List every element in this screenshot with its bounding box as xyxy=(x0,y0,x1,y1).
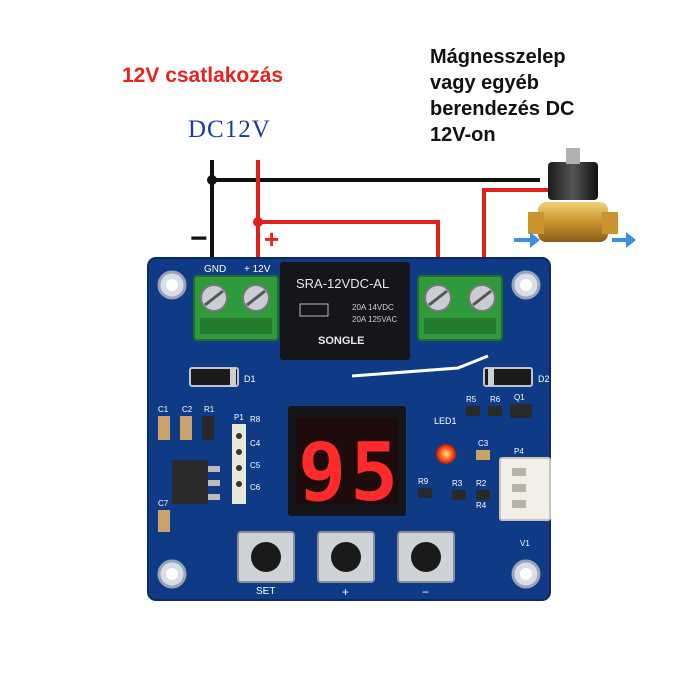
load-title-line-1: Mágnesszelep xyxy=(430,46,566,68)
relay-rating-2: 20A 125VAC xyxy=(352,315,397,324)
label-r1: R1 xyxy=(204,405,215,414)
status-led xyxy=(436,444,456,464)
diode-d2 xyxy=(483,367,533,387)
load-title-line-2: vagy egyéb xyxy=(430,72,539,94)
load-title-line-3: berendezés DC xyxy=(430,98,575,120)
solenoid-valve xyxy=(514,148,636,248)
label-v1: V1 xyxy=(520,539,530,548)
label-p4: P4 xyxy=(514,447,524,456)
black-wire-junction xyxy=(207,175,217,185)
relay-brand: SONGLE xyxy=(318,335,364,347)
label-r6: R6 xyxy=(490,395,501,404)
valve-port-right xyxy=(602,212,618,234)
relay-contact-line xyxy=(351,354,489,378)
label-p1: P1 xyxy=(234,413,244,422)
button-plus xyxy=(317,531,375,583)
relay-model-label: SRA-12VDC-AL xyxy=(296,276,389,291)
red-relay-wire xyxy=(258,220,440,270)
label-r8: R8 xyxy=(250,415,261,424)
terminal-gnd-label: GND xyxy=(204,264,226,275)
relay-board: GND + 12V SRA-12VDC-AL 20A 14VDC 20A 125… xyxy=(147,257,551,601)
label-c3: C3 xyxy=(478,439,489,448)
terminal-plus-label: + 12V xyxy=(244,264,271,275)
smd-left xyxy=(158,416,246,532)
valve-body xyxy=(538,202,608,242)
label-c6: C6 xyxy=(250,483,261,492)
load-device-title: Mágnesszelep vagy egyéb berendezés DC 12… xyxy=(430,44,690,148)
label-c7: C7 xyxy=(158,499,169,508)
sensor-connector xyxy=(499,457,551,521)
power-connection-title: 12V csatlakozás xyxy=(122,64,284,87)
label-d2: D2 xyxy=(538,374,550,384)
relay: SRA-12VDC-AL 20A 14VDC 20A 125VAC SONGLE xyxy=(280,262,410,360)
button-set-label: SET xyxy=(256,586,275,597)
label-r5: R5 xyxy=(466,395,477,404)
label-r4: R4 xyxy=(476,501,487,510)
label-c5: C5 xyxy=(250,461,261,470)
label-d1: D1 xyxy=(244,374,256,384)
valve-port-left xyxy=(528,212,544,234)
positive-polarity-sign: + xyxy=(264,224,280,254)
label-r3: R3 xyxy=(452,479,463,488)
power-terminal-block xyxy=(193,275,279,341)
label-c4: C4 xyxy=(250,439,261,448)
red-load-wire xyxy=(482,188,548,270)
label-c2: C2 xyxy=(182,405,193,414)
seven-segment-display xyxy=(288,406,406,516)
button-minus-label: − xyxy=(422,585,429,599)
load-title-line-4: 12V-on xyxy=(430,124,496,146)
red-wire-junction xyxy=(253,217,263,227)
supply-voltage-label: DC12V xyxy=(188,116,271,143)
flow-arrow-out-icon xyxy=(612,232,636,248)
smd-right xyxy=(418,404,532,500)
valve-cap xyxy=(566,148,580,164)
flow-arrow-in-icon xyxy=(514,232,540,248)
output-terminal-block xyxy=(417,275,503,341)
button-minus xyxy=(397,531,455,583)
relay-rating-1: 20A 14VDC xyxy=(352,303,394,312)
display-value: 95 xyxy=(298,426,402,519)
label-r2: R2 xyxy=(476,479,487,488)
wires xyxy=(207,160,548,270)
label-r9: R9 xyxy=(418,477,429,486)
label-c1: C1 xyxy=(158,405,169,414)
mounting-holes xyxy=(157,270,541,589)
negative-polarity-sign: − xyxy=(190,222,208,255)
button-set xyxy=(237,531,295,583)
label-led1: LED1 xyxy=(434,416,457,426)
valve-coil xyxy=(548,162,598,200)
diode-d1 xyxy=(189,367,239,387)
label-q1: Q1 xyxy=(514,393,525,402)
button-plus-label: + xyxy=(342,585,349,599)
